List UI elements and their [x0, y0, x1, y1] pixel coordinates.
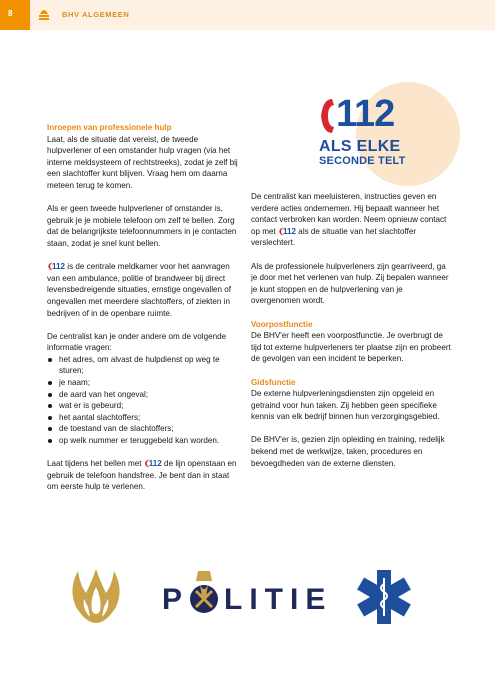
paragraph: Als er geen tweede hulpverlener of omsta… [47, 204, 237, 248]
list-item: de toestand van de slachtoffers; [47, 423, 242, 435]
left-column: Inroepen van professionele hulp Laat, al… [47, 122, 242, 505]
list-item: wat er is gebeurd; [47, 400, 242, 412]
badge-112: 112 ALS ELKE SECONDE TELT [318, 93, 416, 168]
badge-line2: SECONDE TELT [319, 155, 406, 167]
badge-number: 112 [336, 93, 395, 135]
paragraph: De externe hulpverleningsdiensten zijn o… [251, 389, 440, 422]
paragraph: Als de professionele hulpverleners zijn … [251, 261, 449, 306]
list-item: je naam; [47, 377, 242, 389]
paragraph: De centralist kan je onder andere om de … [47, 331, 227, 353]
bhv-helmet-icon [39, 10, 49, 20]
number-112: ❨112 [47, 262, 66, 272]
list-item: op welk nummer er teruggebeld kan worden… [47, 435, 242, 447]
phone-icon: ❨ [47, 262, 54, 272]
page-header: 8 BHV ALGEMEEN [0, 0, 495, 30]
right-column: De centralist kan meeluisteren, instruct… [251, 191, 451, 481]
heading-voorpostfunctie: Voorpostfunctie [251, 319, 313, 329]
info-list: het adres, om alvast de hulpdienst op we… [47, 354, 242, 447]
section-title: BHV ALGEMEEN [62, 10, 130, 19]
paragraph: Laat, als de situatie dat vereist, de tw… [47, 134, 238, 190]
politie-letters: LITIE [224, 583, 333, 616]
badge-background-circle [356, 82, 460, 186]
list-item: het aantal slachtoffers; [47, 412, 242, 424]
star-of-life-logo [357, 570, 411, 624]
paragraph: ❨112 is de centrale meldkamer voor het a… [47, 262, 232, 318]
paragraph: De BHV'er heeft een voorpostfunctie. Je … [251, 331, 451, 364]
paragraph: Laat tijdens het bellen met ❨112 de lijn… [47, 459, 237, 492]
page-number-box: 8 [0, 0, 30, 30]
phone-icon: ❨ [278, 226, 285, 236]
paragraph: De BHV'er is, gezien zijn opleiding en t… [251, 435, 445, 468]
politie-letter-p: P [162, 583, 185, 616]
phone-icon [321, 99, 334, 133]
heading-gidsfunctie: Gidsfunctie [251, 377, 296, 387]
politie-emblem-icon [190, 571, 218, 613]
brandweer-logo [72, 569, 120, 623]
politie-logo: P LITIE [162, 567, 334, 627]
list-item: het adres, om alvast de hulpdienst op we… [47, 354, 242, 377]
phone-icon: ❨ [143, 459, 151, 469]
number-112: ❨112 [278, 226, 297, 236]
paragraph: De centralist kan meeluisteren, instruct… [251, 192, 447, 248]
badge-line1: ALS ELKE [319, 138, 401, 155]
heading-professionele-hulp: Inroepen van professionele hulp [47, 123, 172, 132]
number-112: ❨112 [143, 459, 162, 469]
page-number: 8 [8, 9, 13, 18]
list-item: de aard van het ongeval; [47, 389, 242, 401]
